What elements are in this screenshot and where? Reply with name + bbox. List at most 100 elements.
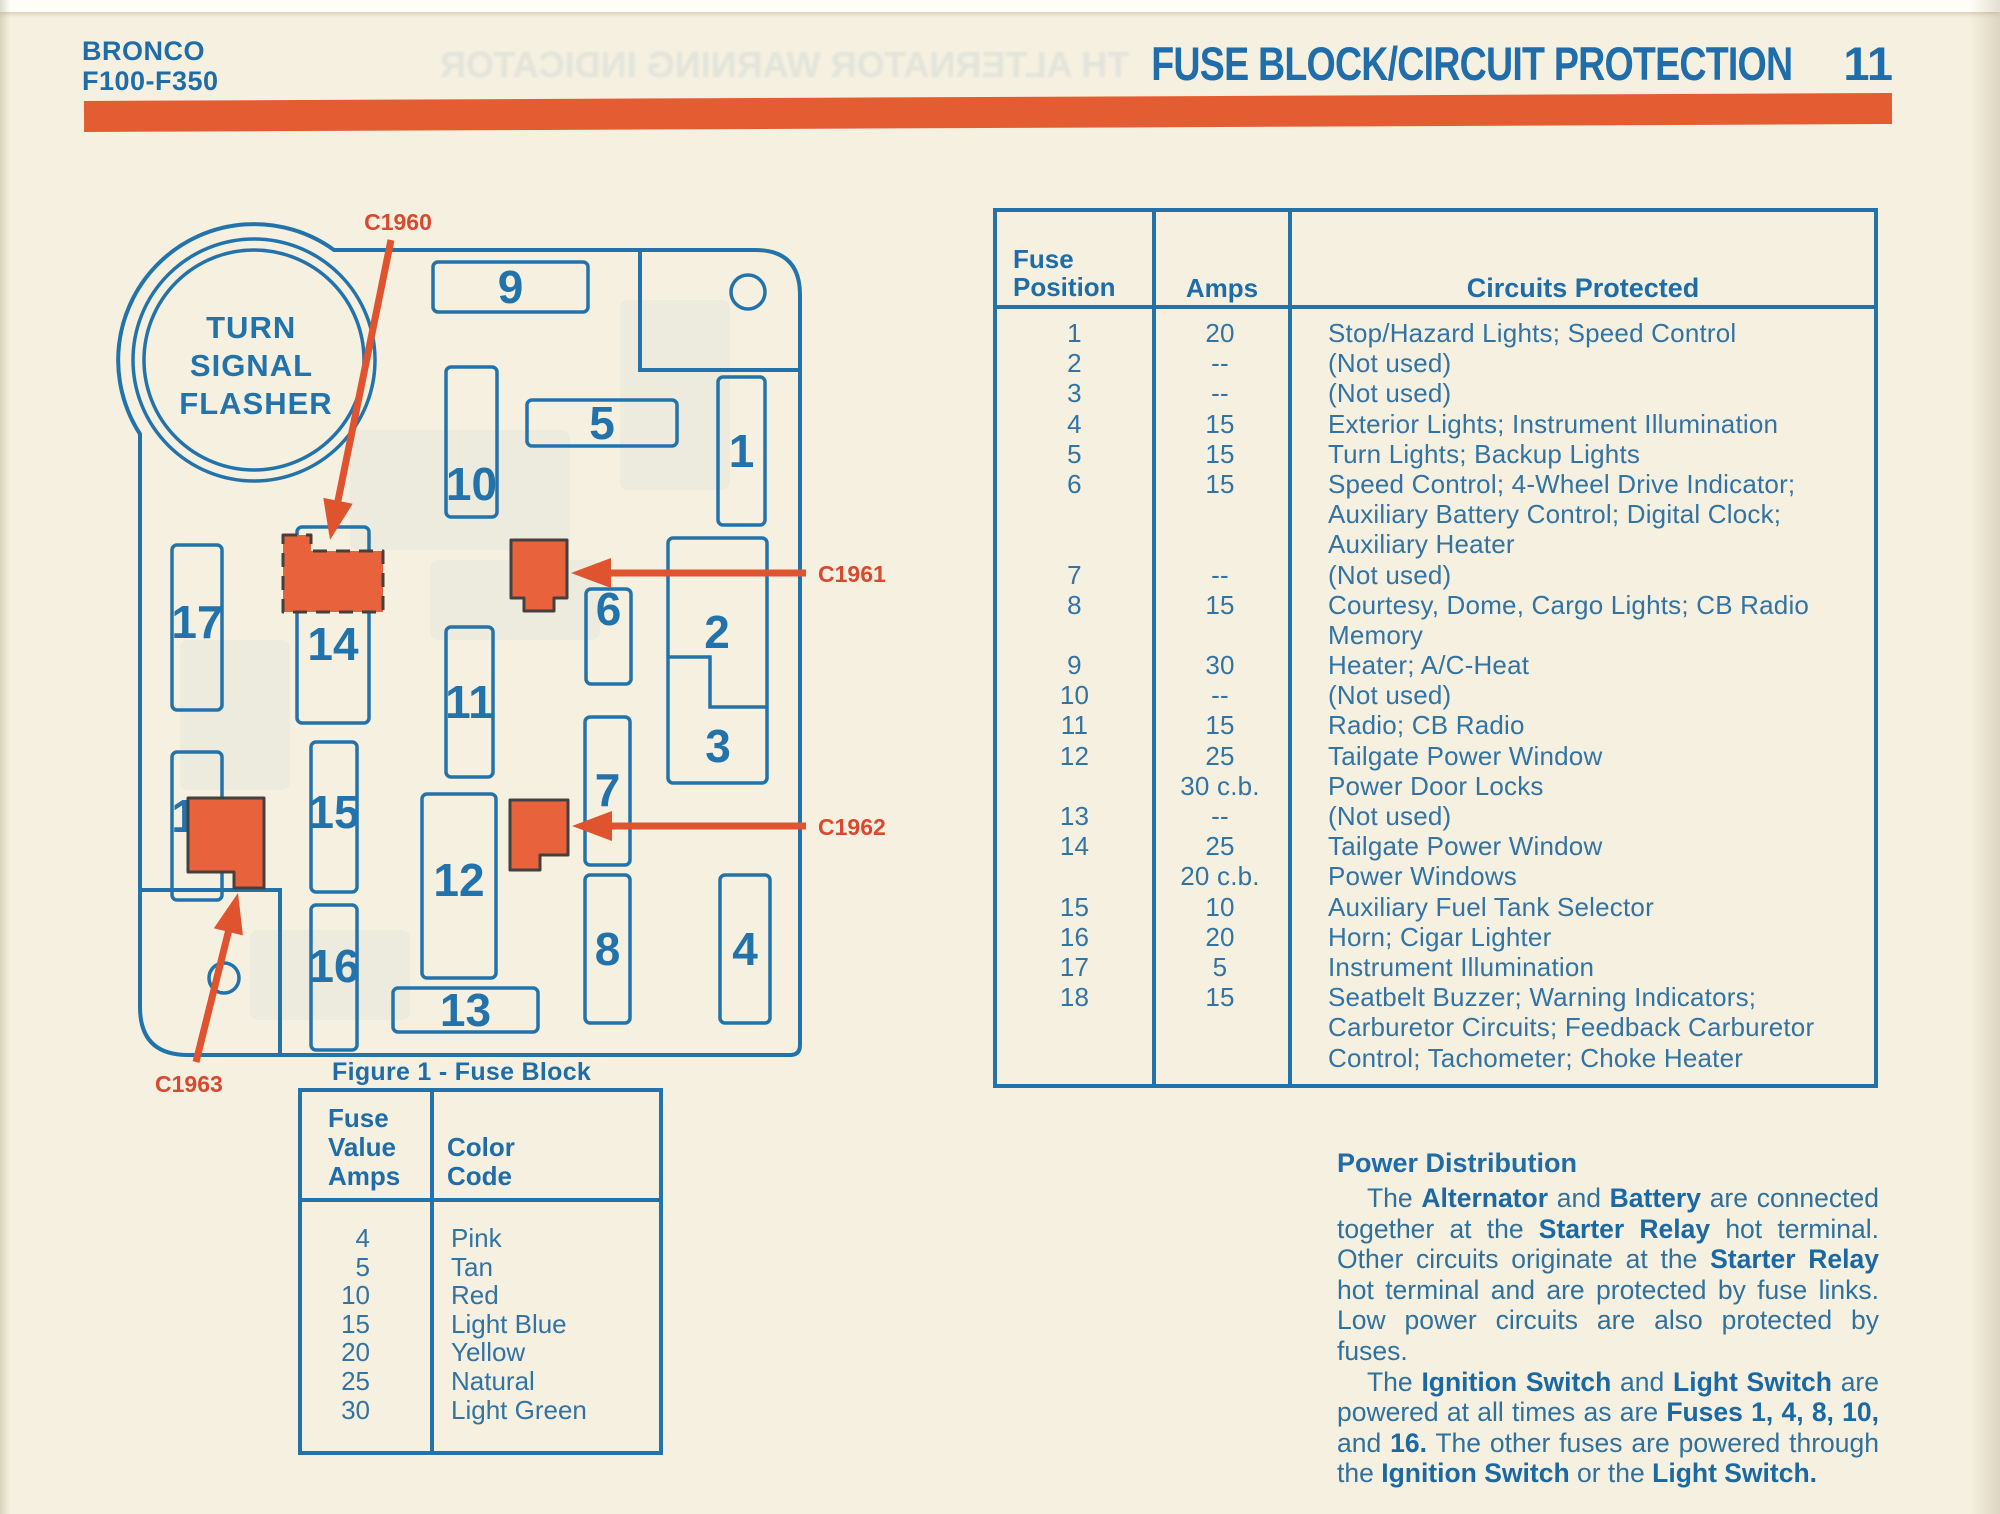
fuse-position-cell: 9 [1067,650,1082,681]
fuse-4-number: 4 [732,923,758,975]
power-distribution-paragraphs: The Alternator and Battery are connected… [1337,1183,1879,1489]
power-distribution-section: Power Distribution The Alternator and Ba… [1337,1148,1879,1489]
circuits-cell: Auxiliary Fuel Tank Selector [1328,891,1654,922]
connector-label-C1963: C1963 [155,1071,223,1097]
fuse-position-cell [997,771,1152,801]
circuits-cell: (Not used) [1328,801,1452,831]
connector-label-C1962: C1962 [818,814,886,840]
fuse-10-number: 10 [446,458,497,510]
table-divider-2 [1288,212,1292,1084]
fuse-position-cell [997,529,1152,559]
fuse-block-outline [116,222,802,1057]
amps-cell: 30 c.b. [1180,770,1260,801]
fuse-position-cell: 16 [1059,921,1090,952]
arrow-head-C1963 [213,893,243,936]
connector-C1960 [281,533,385,614]
table-header-separator [997,305,1874,309]
arrow-head-C1962 [572,811,612,841]
fuse-5-number: 5 [589,397,615,449]
circuits-cell: Auxiliary Heater [1328,529,1515,560]
connector-C1962 [508,798,570,872]
power-distribution-paragraph: The Ignition Switch and Light Switch are… [1337,1366,1880,1489]
fuse-position-cell: 6 [1067,468,1082,499]
fuse-1-number: 1 [729,425,755,477]
fuse-position-cell: 4 [1067,408,1082,439]
circuits-cell: Heater; A/C-Heat [1328,650,1530,681]
fuse-value-amps: 4 [355,1223,370,1253]
circuits-cell: Turn Lights; Backup Lights [1328,438,1641,469]
fuse-9-number: 9 [498,261,524,313]
flasher-circle-outer [131,237,377,483]
power-distribution-paragraph: The Alternator and Battery are connected… [1337,1183,1879,1366]
header-amps: Amps [1185,273,1259,303]
fuse-4 [718,873,772,1025]
scan-edge-left [0,0,10,1514]
amps-cell: 15 [1205,982,1235,1013]
fuse-6 [584,587,633,686]
fuse-2-3-step-divider [668,655,767,709]
circuits-cell: Power Door Locks [1328,770,1544,801]
color-table-header-amps: Fuse Value Amps [328,1103,401,1191]
connector-label-C1960: C1960 [364,209,432,235]
fuse-position-cell [997,1012,1152,1042]
fuse-17-number: 17 [171,596,222,648]
amps-cell [1152,499,1288,529]
fuse-position-cell [997,1043,1152,1073]
fuse-position-cell: 8 [1067,589,1082,620]
amps-cell: -- [1211,801,1229,831]
fuse-7 [583,715,632,867]
color-table-divider [430,1092,434,1451]
fuse-position-cell: 17 [1059,951,1090,982]
amps-cell [1152,620,1288,650]
color-table-row: 5 Tan [302,1251,659,1282]
fuse-position-cell [997,861,1152,891]
arrow-head-C1961 [571,558,611,588]
amps-cell: -- [1211,559,1229,590]
amps-cell: 15 [1205,468,1235,499]
fuse-value-amps: 10 [341,1280,370,1311]
fuse-position-cell: 14 [1059,831,1090,862]
amps-cell: -- [1211,680,1229,711]
amps-cell [1152,529,1288,559]
connector-label-C1961: C1961 [818,561,886,587]
fuse-value-amps: 25 [341,1365,370,1396]
fuse-2-3-body [666,536,769,785]
fuse-position-cell: 3 [1067,378,1082,409]
circuits-cell: Stop/Hazard Lights; Speed Control [1328,318,1737,348]
circuits-cell: Control; Tachometer; Choke Heater [1328,1042,1744,1073]
fuse-8 [583,873,632,1025]
fuse-position-cell: 15 [1059,891,1090,922]
color-code: Yellow [451,1337,526,1368]
fuse-position-cell: 11 [1060,710,1089,741]
amps-cell: 15 [1205,710,1235,741]
fuse-16-number: 16 [308,940,359,992]
amps-cell: -- [1211,378,1229,409]
fuse-value-amps: 5 [355,1251,370,1282]
fuse-1 [716,375,767,527]
amps-cell: 5 [1212,951,1228,982]
fuse-10 [444,365,499,519]
amps-cell [1152,1012,1288,1042]
amps-cell: -- [1211,348,1229,379]
fuse-17 [170,543,224,712]
circuits-cell: Memory [1328,619,1424,650]
figure-caption: Figure 1 - Fuse Block [332,1058,592,1086]
circuits-cell: Horn; Cigar Lighter [1328,921,1552,952]
model-heading: BRONCO F100-F350 [82,36,219,96]
arrow-line-C1963 [192,925,234,1063]
circuits-cell: (Not used) [1328,680,1452,711]
fuse-14-number: 14 [307,618,359,670]
color-code: Tan [451,1251,493,1282]
fuse-13-number: 13 [440,984,491,1036]
fuse-5 [525,398,679,448]
fuse-11-number: 11 [445,676,494,728]
amps-cell [1152,1043,1288,1073]
